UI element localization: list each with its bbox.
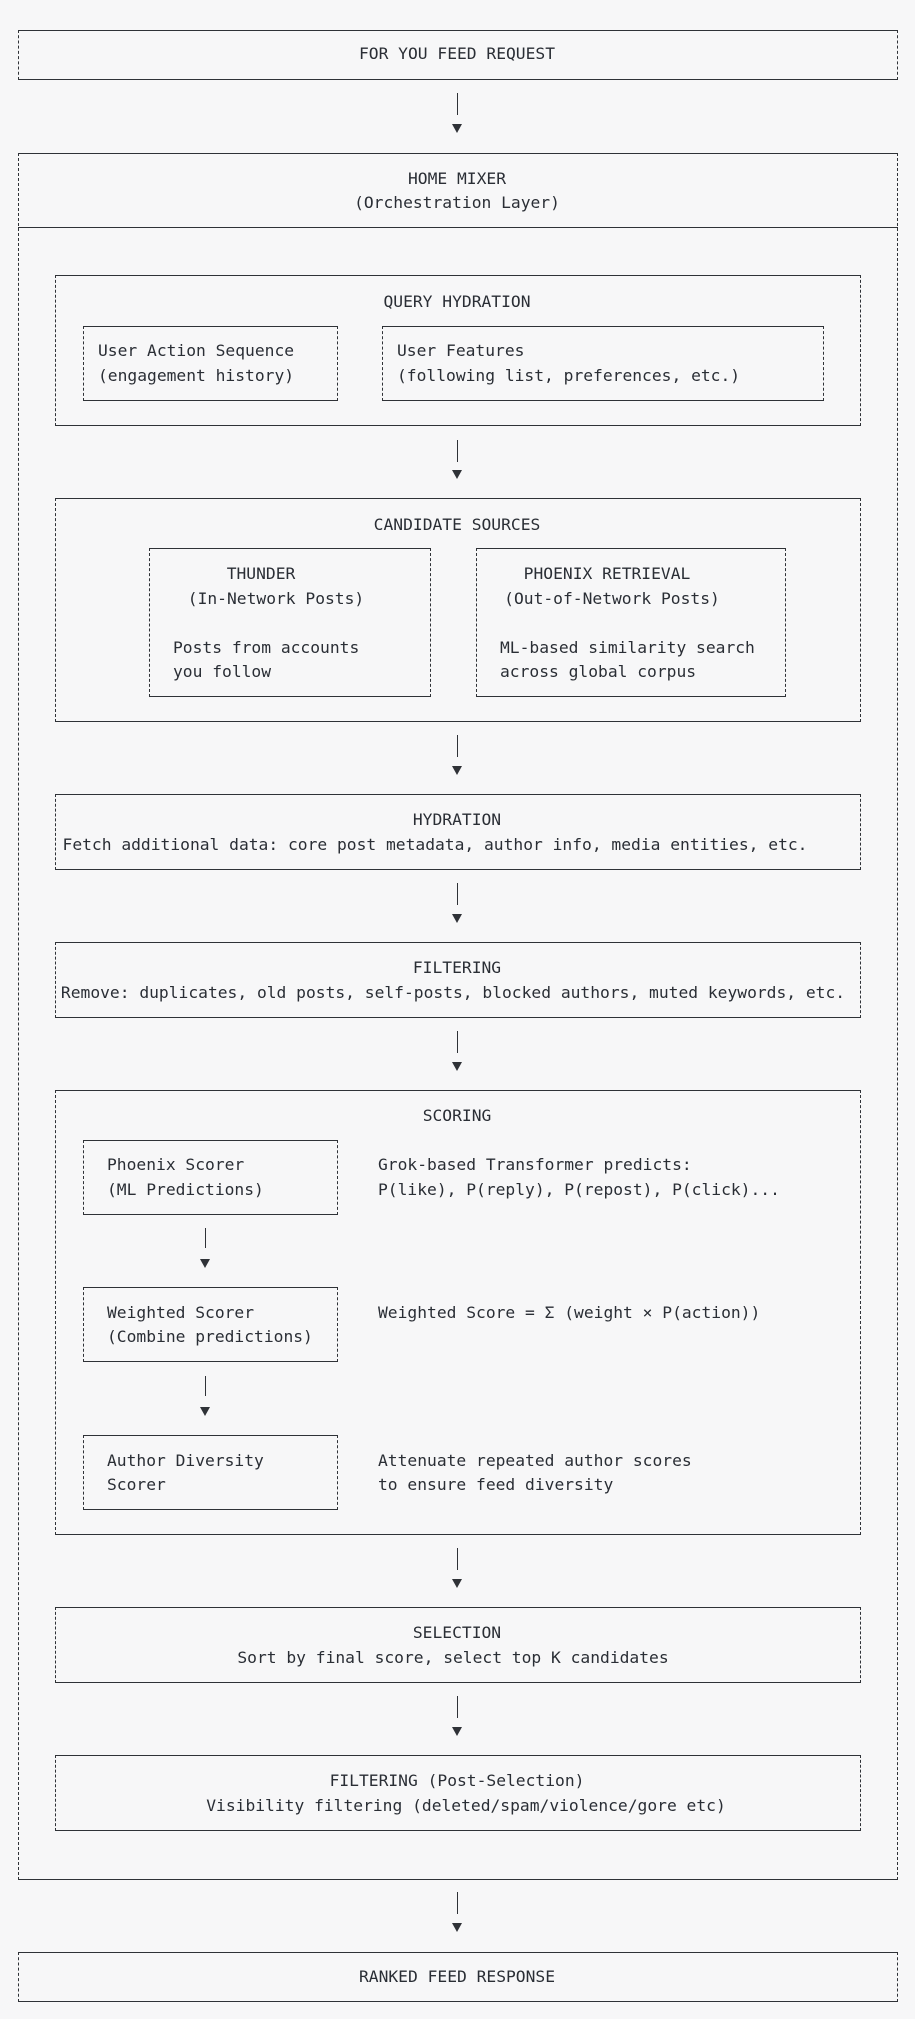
arrow-shaft bbox=[205, 1228, 206, 1248]
phoenix-scorer-box bbox=[83, 1140, 338, 1215]
query-hydration-title: QUERY HYDRATION bbox=[383, 292, 531, 311]
phoenix-retrieval-subtitle: (Out-of-Network Posts) bbox=[504, 589, 720, 608]
phoenix-retrieval-desc-line2: across global corpus bbox=[500, 662, 697, 681]
weighted-scorer-label: Weighted Scorer bbox=[107, 1303, 255, 1322]
arrow-shaft bbox=[205, 1376, 206, 1396]
home-mixer-box bbox=[18, 153, 898, 1880]
ranked-feed-response-box bbox=[18, 1952, 898, 2002]
candidate-sources-title: CANDIDATE SOURCES bbox=[373, 515, 541, 534]
arrow-head-icon bbox=[200, 1259, 210, 1268]
user-action-sequence-desc: (engagement history) bbox=[98, 366, 295, 385]
phoenix-scorer-desc-line1: Grok-based Transformer predicts: bbox=[378, 1155, 692, 1174]
phoenix-retrieval-title: PHOENIX RETRIEVAL bbox=[523, 564, 691, 583]
filtering-title: FILTERING bbox=[412, 958, 502, 977]
arrow-head-icon bbox=[200, 1407, 210, 1416]
arrow-head-icon bbox=[452, 914, 462, 923]
author-diversity-desc-line2: to ensure feed diversity bbox=[378, 1475, 614, 1494]
post-selection-filtering-desc: Visibility filtering (deleted/spam/viole… bbox=[206, 1796, 726, 1815]
home-mixer-title: HOME MIXER bbox=[407, 169, 507, 188]
arrow-shaft bbox=[457, 1548, 458, 1570]
phoenix-scorer-sublabel: (ML Predictions) bbox=[107, 1180, 264, 1199]
phoenix-retrieval-desc-line1: ML-based similarity search bbox=[500, 638, 755, 657]
user-features-box bbox=[382, 326, 824, 401]
arrow-head-icon bbox=[452, 124, 462, 133]
arrow-shaft bbox=[457, 735, 458, 757]
query-hydration-box bbox=[55, 275, 861, 426]
phoenix-scorer-desc-line2: P(like), P(reply), P(repost), P(click)..… bbox=[378, 1180, 780, 1199]
weighted-scorer-formula: Weighted Score = Σ (weight × P(action)) bbox=[378, 1303, 761, 1322]
home-mixer-divider bbox=[18, 227, 898, 228]
thunder-subtitle: (In-Network Posts) bbox=[187, 589, 365, 608]
feed-request-label: FOR YOU FEED REQUEST bbox=[358, 44, 556, 63]
thunder-box bbox=[149, 548, 431, 697]
arrow-shaft bbox=[457, 1031, 458, 1053]
user-action-sequence-box bbox=[83, 326, 338, 401]
thunder-desc-line1: Posts from accounts bbox=[173, 638, 360, 657]
arrow-head-icon bbox=[452, 1579, 462, 1588]
selection-box bbox=[55, 1607, 861, 1683]
ranked-feed-response-label: RANKED FEED RESPONSE bbox=[358, 1967, 556, 1986]
arrow-head-icon bbox=[452, 1062, 462, 1071]
author-diversity-scorer-box bbox=[83, 1435, 338, 1510]
author-diversity-desc-line1: Attenuate repeated author scores bbox=[378, 1451, 692, 1470]
arrow-shaft bbox=[457, 883, 458, 905]
user-features-label: User Features bbox=[397, 341, 525, 360]
hydration-title: HYDRATION bbox=[412, 810, 502, 829]
user-action-sequence-label: User Action Sequence bbox=[98, 341, 295, 360]
post-selection-filtering-box bbox=[55, 1755, 861, 1831]
thunder-desc-line2: you follow bbox=[173, 662, 272, 681]
arrow-shaft bbox=[457, 1892, 458, 1914]
filtering-box bbox=[55, 942, 861, 1018]
filtering-desc: Remove: duplicates, old posts, self-post… bbox=[60, 983, 846, 1002]
candidate-sources-box bbox=[55, 498, 861, 722]
arrow-shaft bbox=[457, 440, 458, 462]
scoring-title: SCORING bbox=[422, 1106, 492, 1125]
arrow-head-icon bbox=[452, 470, 462, 479]
selection-desc: Sort by final score, select top K candid… bbox=[237, 1648, 669, 1667]
phoenix-scorer-label: Phoenix Scorer bbox=[107, 1155, 245, 1174]
hydration-box bbox=[55, 794, 861, 870]
feed-request-box bbox=[18, 30, 898, 80]
hydration-desc: Fetch additional data: core post metadat… bbox=[62, 835, 808, 854]
arrow-head-icon bbox=[452, 766, 462, 775]
scoring-box bbox=[55, 1090, 861, 1535]
thunder-title: THUNDER bbox=[226, 564, 296, 583]
arrow-shaft bbox=[457, 93, 458, 115]
phoenix-retrieval-box bbox=[476, 548, 786, 697]
arrow-head-icon bbox=[452, 1923, 462, 1932]
arrow-shaft bbox=[457, 1696, 458, 1718]
post-selection-filtering-title: FILTERING (Post-Selection) bbox=[329, 1771, 585, 1790]
home-mixer-subtitle: (Orchestration Layer) bbox=[354, 193, 560, 212]
author-diversity-scorer-sublabel: Scorer bbox=[107, 1475, 166, 1494]
user-features-desc: (following list, preferences, etc.) bbox=[397, 366, 741, 385]
arrow-head-icon bbox=[452, 1727, 462, 1736]
weighted-scorer-box bbox=[83, 1287, 338, 1362]
author-diversity-scorer-label: Author Diversity bbox=[107, 1451, 264, 1470]
selection-title: SELECTION bbox=[412, 1623, 502, 1642]
weighted-scorer-sublabel: (Combine predictions) bbox=[107, 1327, 313, 1346]
